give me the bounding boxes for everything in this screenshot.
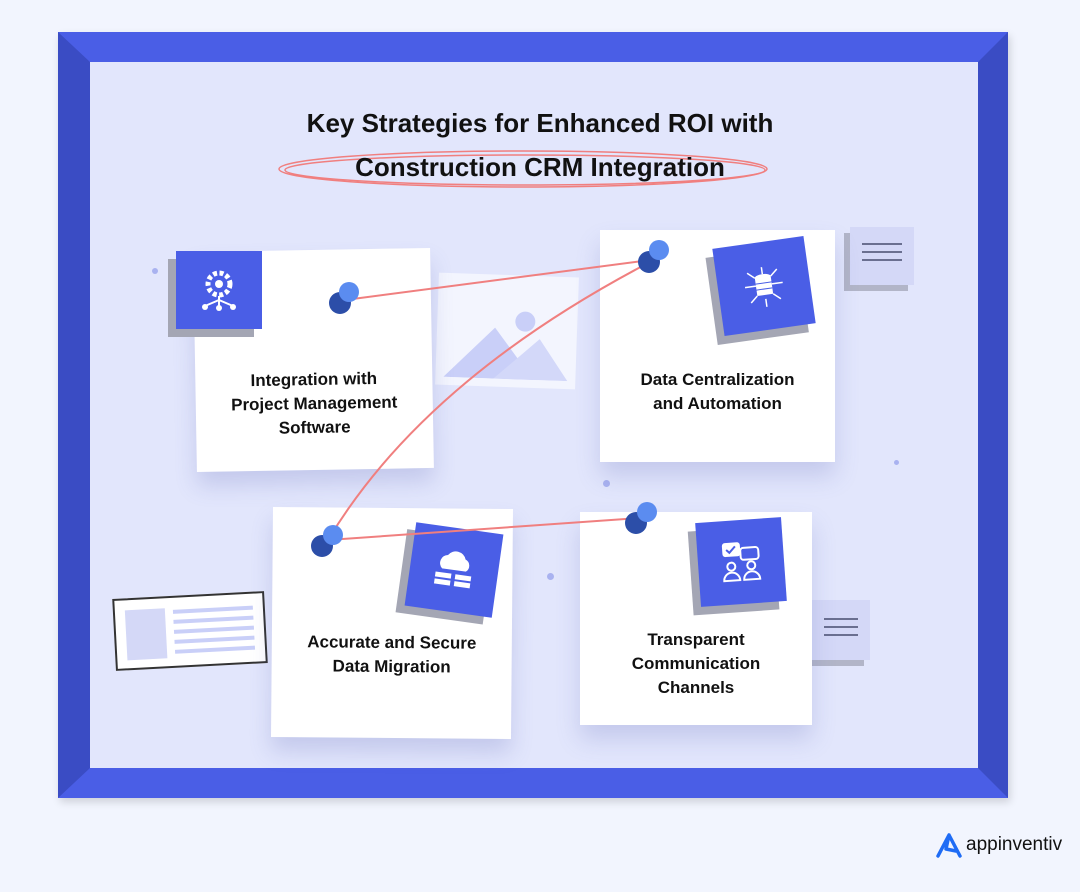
brand-name: appinventiv xyxy=(966,834,1063,855)
dot xyxy=(603,480,610,487)
sticky-note-2 xyxy=(812,600,870,660)
string-3-4 xyxy=(327,517,641,541)
pin-4 xyxy=(625,502,657,534)
dot xyxy=(152,268,158,274)
gear-network-icon xyxy=(176,251,262,329)
frame-bevels xyxy=(58,32,1008,798)
pin-1 xyxy=(329,282,359,314)
card-label: Transparent Communication Channels xyxy=(631,630,761,697)
sticky-note-1 xyxy=(850,227,914,285)
image-placeholder xyxy=(435,272,579,390)
pin-3 xyxy=(311,525,343,557)
brand-logo: appinventiv xyxy=(936,832,1062,858)
cloud-server-icon xyxy=(404,522,504,618)
title-ellipse xyxy=(278,150,768,188)
string-2-3 xyxy=(327,261,651,541)
appinventiv-logo-icon xyxy=(936,833,962,858)
dot xyxy=(894,460,899,465)
string-1-2 xyxy=(344,259,651,301)
dot xyxy=(547,573,554,580)
users-chat-icon xyxy=(695,517,787,607)
title-line-2: Construction CRM Integration xyxy=(355,152,725,182)
card-label: Data Centralization and Automation xyxy=(640,370,795,413)
database-network-icon xyxy=(712,236,816,336)
pin-2 xyxy=(638,240,669,273)
title-line-1: Key Strategies for Enhanced ROI with xyxy=(306,108,774,138)
